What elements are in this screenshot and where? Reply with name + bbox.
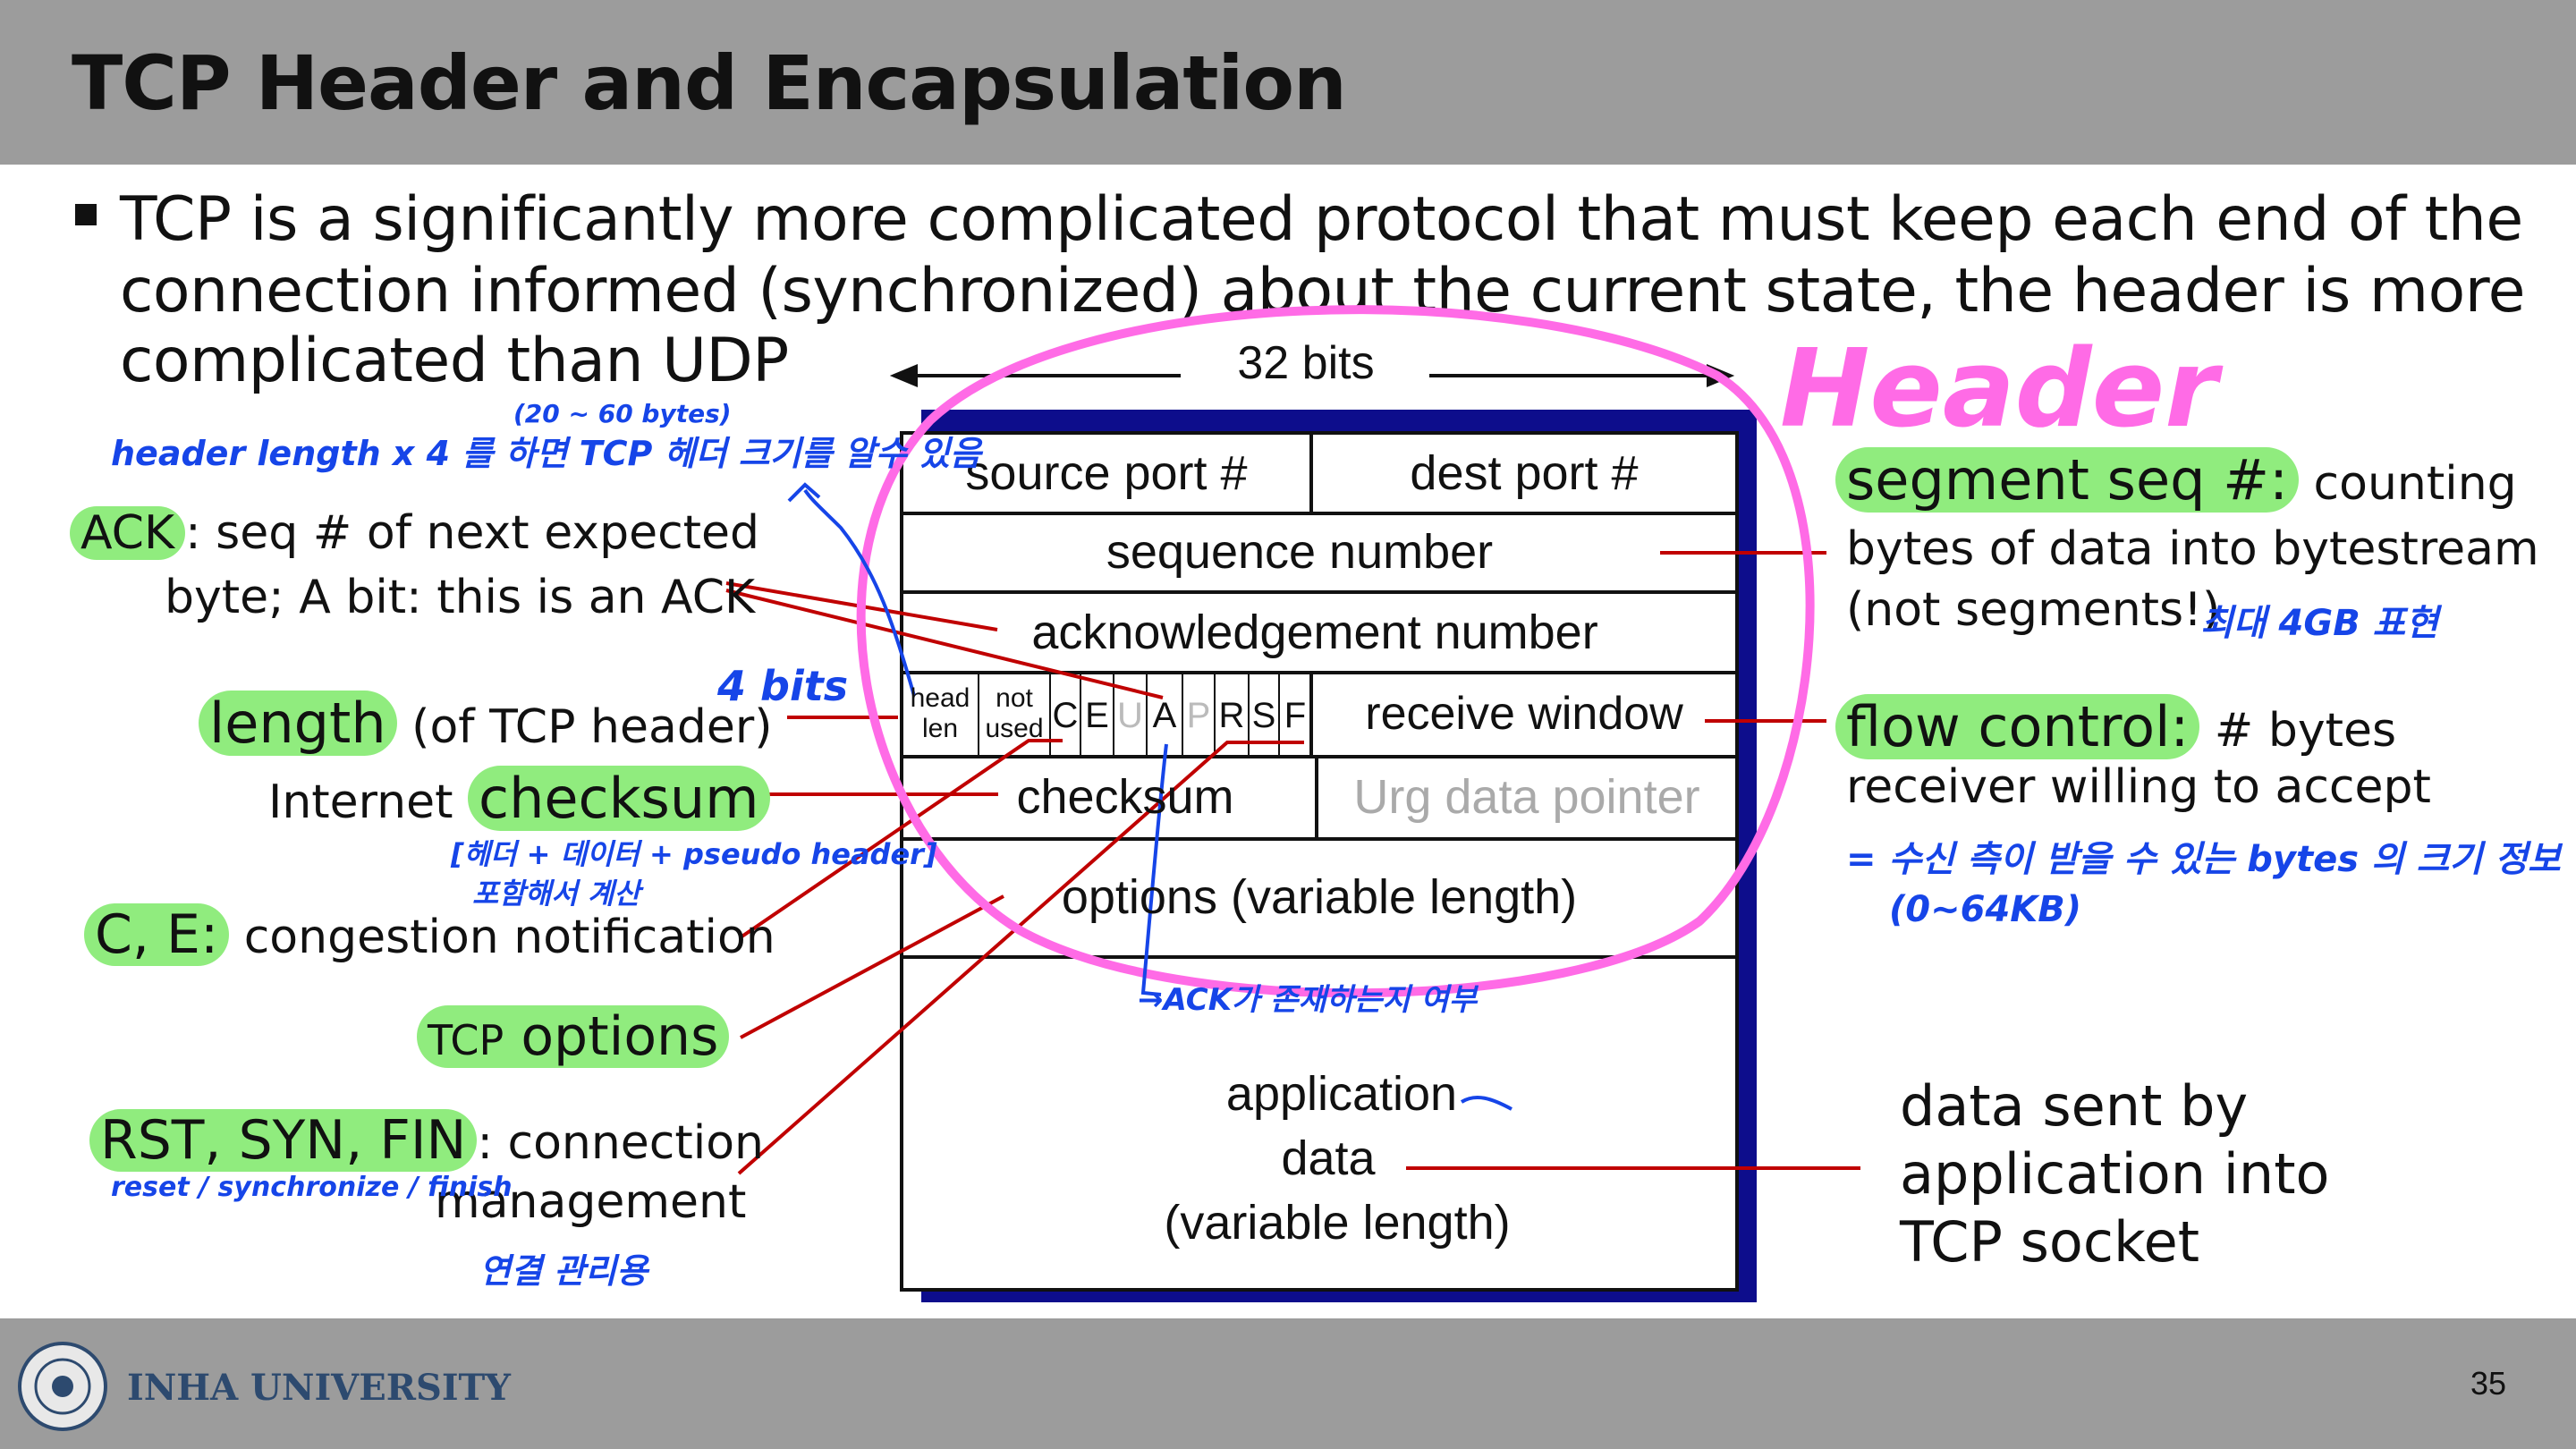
flag-r: R [1218, 696, 1245, 735]
handwritten-four-bits: 4 bits [717, 662, 849, 710]
university-name: INHA UNIVERSITY [127, 1367, 511, 1409]
seq-label-line-2: bytes of data into bytestream [1846, 522, 2539, 576]
app-data-line-1: application [1225, 1067, 1458, 1121]
blue-ink-strokes [787, 482, 1513, 1111]
checksum-label: Internet checksum [268, 766, 770, 831]
handwritten-checksum-note-2: 포함해서 계산 [472, 877, 640, 911]
sequence-number-field: sequence number [1106, 525, 1494, 579]
data-label-line-1: data sent by [1900, 1073, 2249, 1139]
bullet-line-1: TCP is a significantly more complicated … [120, 184, 2523, 255]
handwritten-rsf-note: reset / synchronize / finish [111, 1172, 513, 1203]
flag-e: E [1085, 696, 1109, 735]
options-field: options (variable length) [1061, 870, 1578, 924]
page-number: 35 [2470, 1365, 2507, 1402]
rsf-label: RST, SYN, FIN: connection [89, 1109, 764, 1172]
width-label: 32 bits [1237, 337, 1375, 389]
handwritten-ack-exists-note: →ACK가 존재하는지 여부 [1138, 982, 1477, 1018]
app-data-line-2: data [1281, 1131, 1376, 1185]
flag-c: C [1052, 696, 1079, 735]
university-logo [18, 1342, 107, 1431]
receive-window-field: receive window [1365, 688, 1683, 740]
ack-number-field: acknowledgement number [1031, 606, 1598, 659]
source-port-field: source port # [965, 446, 1248, 500]
rsf-label-line-2: management [435, 1175, 747, 1229]
head-len-field: head len [910, 683, 970, 743]
handwritten-bytes-range: (20 ~ 60 bytes) [513, 399, 732, 428]
handwritten-rsf-note-2: 연결 관리용 [479, 1251, 648, 1291]
connector-lines [725, 551, 1860, 1175]
title-bar [0, 0, 2576, 165]
urg-pointer-field: Urg data pointer [1353, 770, 1700, 824]
length-label: length (of TCP header) [199, 691, 772, 756]
flag-u: U [1117, 696, 1143, 735]
flag-f: F [1284, 696, 1307, 735]
slide-title: TCP Header and Encapsulation [72, 39, 1347, 127]
handwritten-flow-note-1: = 수신 측이 받을 수 있는 bytes 의 크기 정보 [1846, 839, 2561, 880]
flag-p: P [1186, 696, 1211, 735]
ack-label: ACK: seq # of next expected [70, 506, 759, 560]
flag-a: A [1152, 696, 1177, 735]
handwritten-checksum-note-1: [헤더 + 데이터 + pseudo header] [451, 837, 937, 871]
data-label-line-3: TCP socket [1900, 1209, 2200, 1275]
not-used-field: not used [985, 683, 1044, 743]
flow-label-line-2: receiver willing to accept [1846, 760, 2431, 814]
ack-label-line-2: byte; A bit: this is an ACK [165, 571, 756, 624]
flow-label: flow control: # bytes [1835, 694, 2396, 759]
bullet-line-3: complicated than UDP [120, 326, 789, 396]
dest-port-field: dest port # [1410, 446, 1639, 500]
header-circle-annotation [856, 305, 1815, 998]
seq-label: segment seq #: counting [1835, 447, 2517, 513]
handwritten-header-word: Header [1780, 327, 2218, 452]
app-data-line-3: (variable length) [1164, 1196, 1511, 1250]
handwritten-seq-note: 최대 4GB 표현 [2200, 603, 2439, 644]
ce-label: C, E: congestion notification [84, 903, 775, 966]
header-table [900, 431, 1739, 1292]
checksum-field: checksum [1016, 770, 1234, 824]
options-label: TCP options [417, 1005, 730, 1068]
handwritten-flow-note-2: (0~64KB) [1889, 889, 2082, 930]
flag-s: S [1251, 696, 1276, 735]
table-grid [902, 433, 1737, 959]
footer-bar [0, 1318, 2576, 1449]
data-label-line-2: application into [1900, 1141, 2330, 1207]
flag-cell-dividers [978, 673, 1280, 757]
handwritten-header-length-note: header length x 4 를 하면 TCP 헤더 크기를 알수 있음 [111, 434, 981, 473]
seq-label-line-3: (not segments!) [1846, 583, 2221, 637]
bullet-line-2: connection informed (synchronized) about… [120, 256, 2526, 326]
bullet-marker [75, 204, 97, 225]
